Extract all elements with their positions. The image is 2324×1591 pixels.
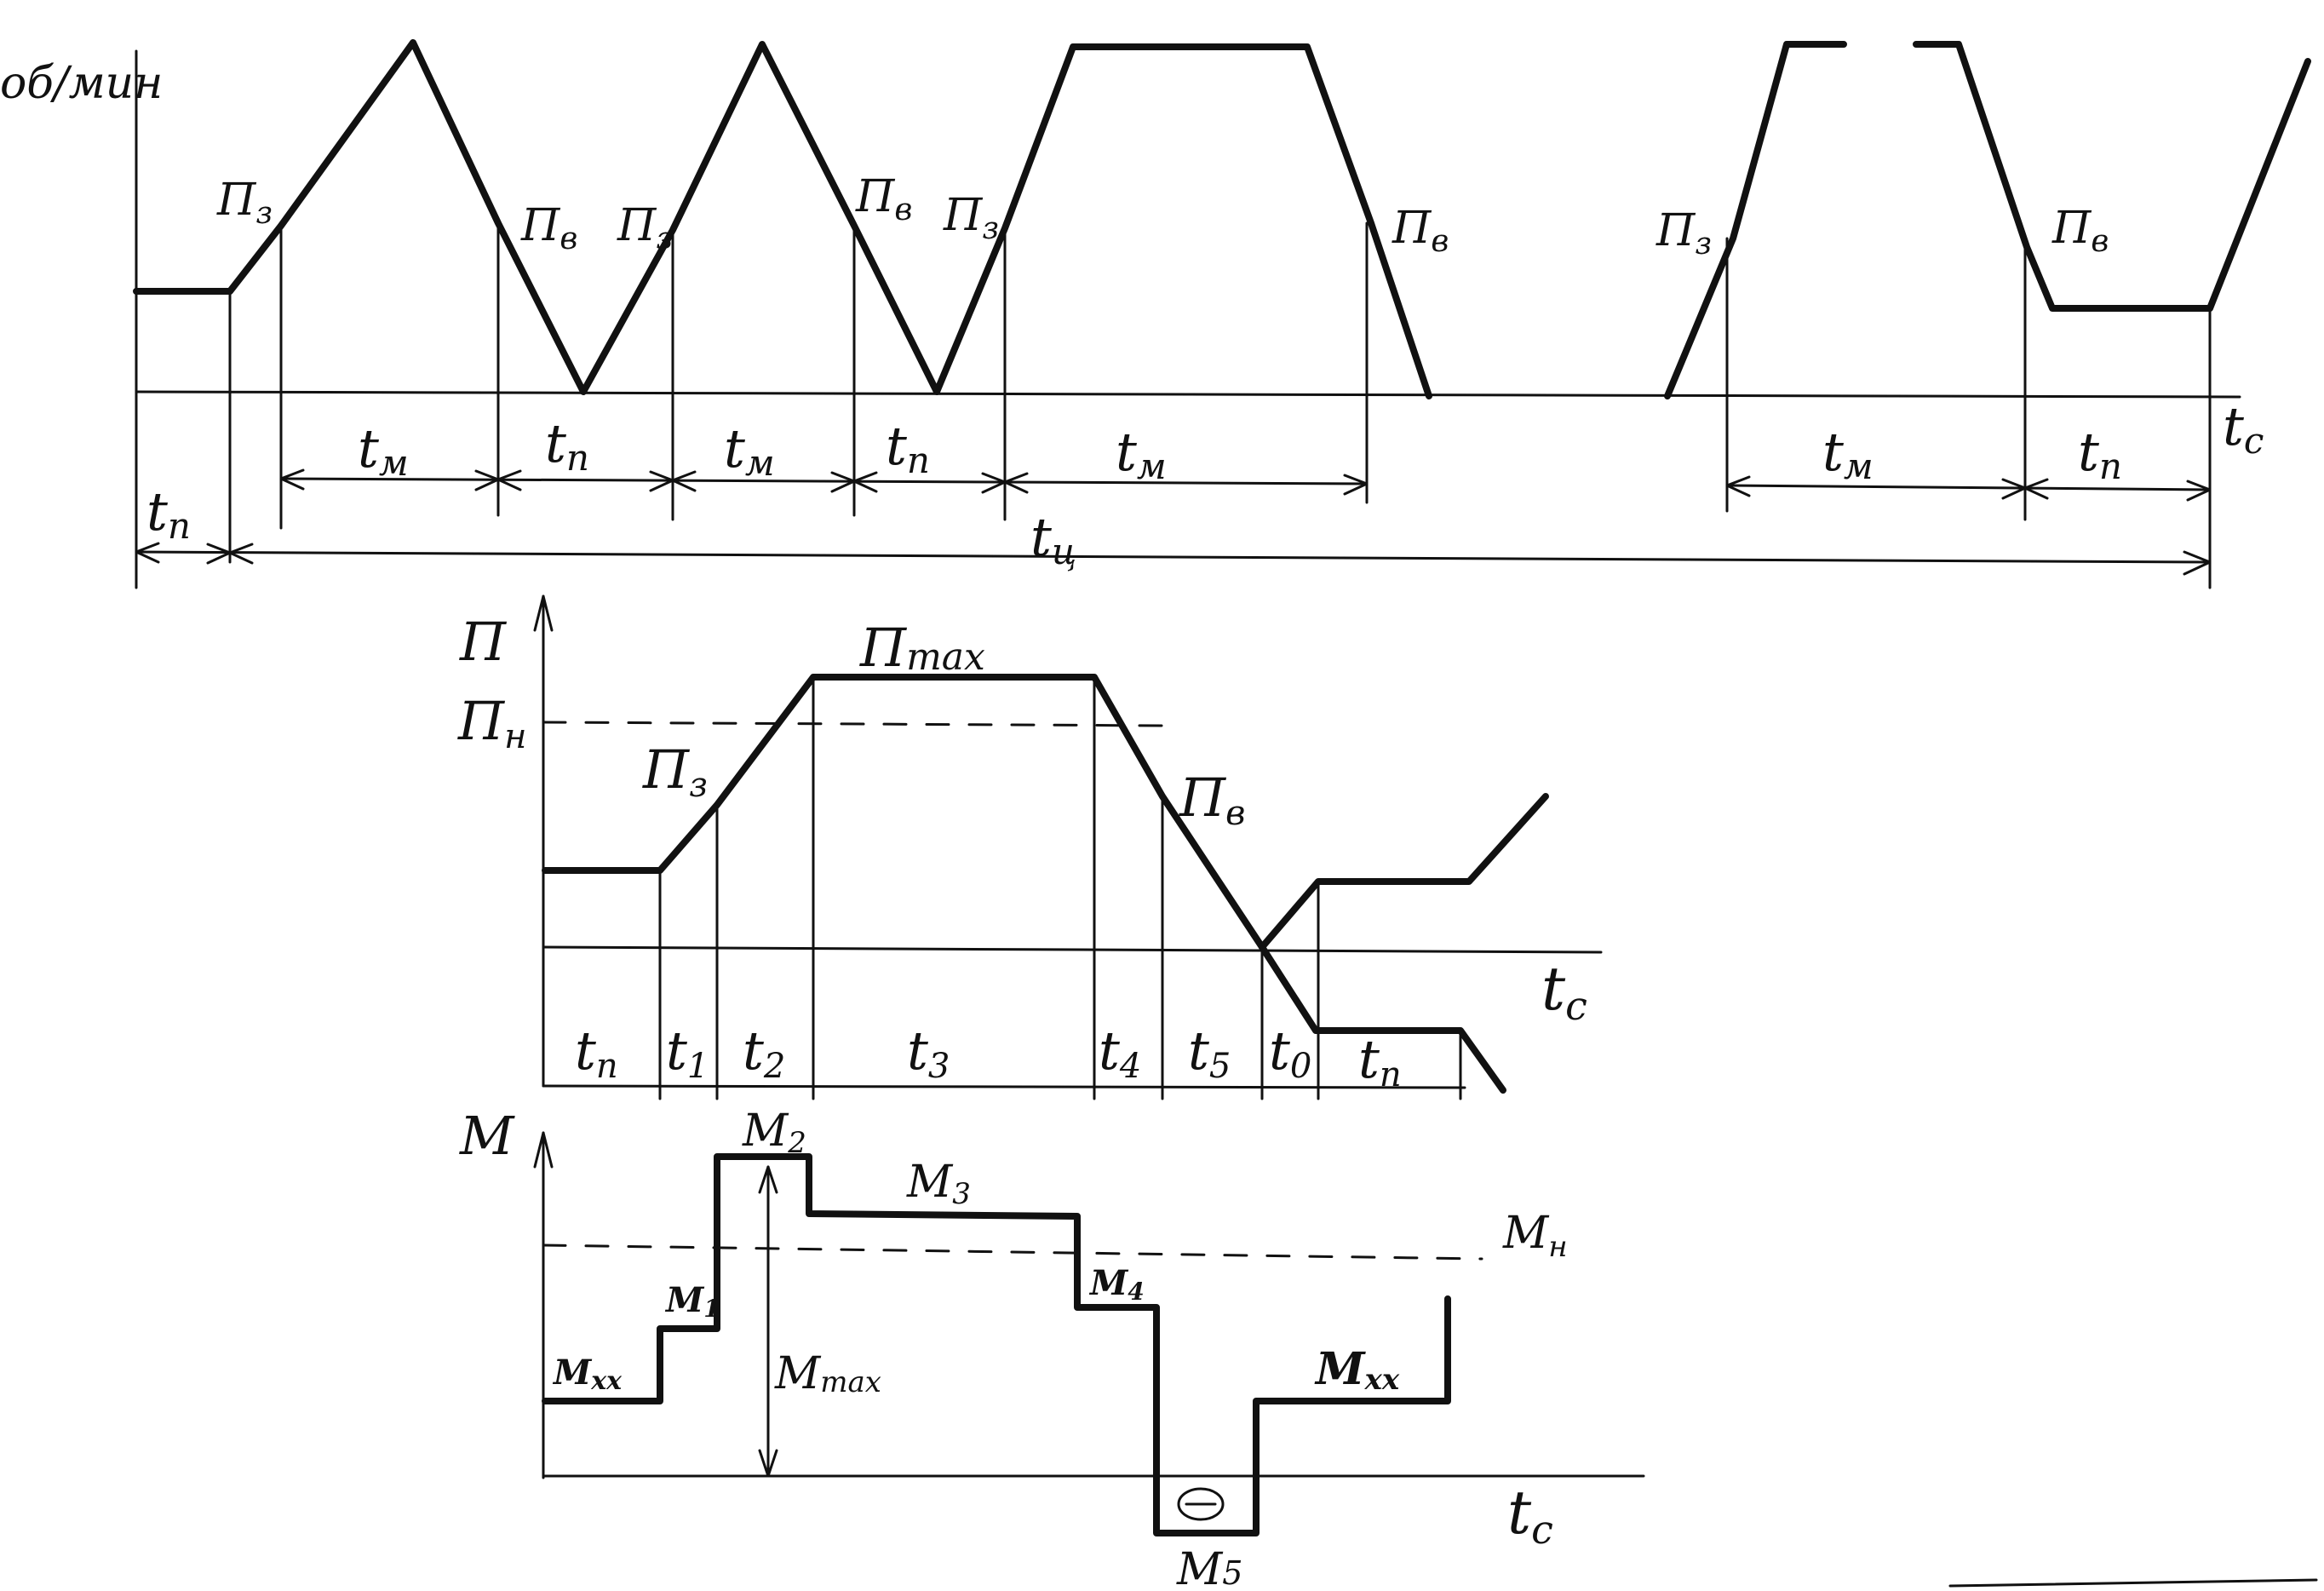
profile-y-axis-label: П [459,611,508,673]
page-edge-stroke [1948,1578,2318,1588]
torque-curve [542,1153,1451,1536]
speed-label-tp-2: tп [886,415,930,481]
speed-label-tm-2: tм [724,417,775,484]
torque-y-axis-label: M [459,1105,515,1167]
profile-interval-label-t2: t2 [743,1020,785,1086]
profile-interval-label-t5: t5 [1188,1020,1231,1086]
speed-diagram: об/мин [0,39,2311,589]
speed-label-tp-1: tп [545,412,589,479]
torque-label-mxx-right: Mxx [1314,1343,1400,1397]
speed-label-tm-3: tм [1116,421,1167,487]
speed-label-pz-3: Пз [943,190,999,246]
profile-curve [542,674,1506,1094]
profile-label-pmax: Пmax [859,617,985,679]
speed-curve-segment-3 [1913,41,2311,312]
torque-label-m2: M2 [742,1106,806,1160]
speed-label-tc: tц [1030,506,1076,572]
profile-interval-label-tp-2: tп [1358,1028,1402,1094]
torque-label-mn: Mн [1502,1208,1568,1264]
profile-interval-label-t3: t3 [907,1020,950,1086]
profile-pn-dashed-line [542,721,1168,727]
torque-label-m4: M4 [1088,1263,1145,1306]
torque-mmax-arrows [758,1165,778,1478]
profile-curve-branch [1259,793,1549,951]
speed-label-tp-3: tп [2078,421,2122,487]
speed-label-pz-1: Пз [216,175,273,231]
torque-label-m1: M1 [664,1280,720,1323]
speed-label-pz-2: Пз [617,200,673,256]
speed-label-pz-4: Пз [1655,205,1712,261]
speed-curve-segment-2 [1664,41,1847,399]
torque-label-m3: M3 [906,1157,971,1211]
profile-label-pn: Пн [457,690,526,756]
speed-dim-arrows [135,468,2212,576]
speed-label-pv-2: Пв [855,171,912,227]
speed-label-tp-0: tп [146,480,191,547]
profile-interval-markers [658,675,1462,1100]
torque-label-mxx-left: Mxx [552,1353,623,1396]
profile-y-axis-arrow [533,594,554,632]
profile-label-pv: Пв [1179,767,1245,833]
speed-dim-row-2 [1725,484,2212,491]
speed-label-tm-4: tм [1822,421,1874,487]
speed-label-pv-1: Пв [520,200,577,256]
profile-interval-label-tp: tп [575,1020,618,1086]
profile-interval-baseline [542,1084,1466,1089]
profile-interval-label-t0: t0 [1269,1020,1311,1086]
profile-interval-label-t4: t4 [1099,1020,1141,1086]
torque-y-axis-arrow [533,1131,554,1169]
speed-dim-row-3 [135,550,2212,564]
speed-t-axis [135,390,2241,399]
profile-t-axis-label: tc [1541,954,1587,1029]
speed-label-tm-1: tм [358,417,409,484]
minus-circle-icon [1177,1487,1225,1521]
speed-curve-segment-1 [133,39,1432,399]
profile-label-pz: Пз [642,738,708,805]
torque-label-m5: M5 [1176,1544,1242,1591]
profile-interval-label-t1: t1 [666,1020,709,1086]
torque-label-mmax: Mmax [774,1348,881,1399]
speed-profile-diagram: П Пн Пmax Пз Пв tc tп t1 t2 t3 t4 t5 t0 … [457,594,1603,1100]
torque-mn-dashed-line [542,1244,1483,1261]
torque-diagram: ⊖ M Mxx M1 M2 M3 M4 Mmax M5 Mн Mxx tc [459,1105,1645,1591]
speed-t-axis-label: tc [2223,395,2264,462]
speed-label-pv-4: Пв [2051,203,2109,259]
speed-label-pv-3: Пв [1392,203,1449,259]
torque-t-axis-label: tc [1507,1478,1553,1553]
speed-unit-label: об/мин [0,58,163,109]
profile-t-axis [542,945,1603,954]
speed-dim-row-1 [279,477,1369,485]
